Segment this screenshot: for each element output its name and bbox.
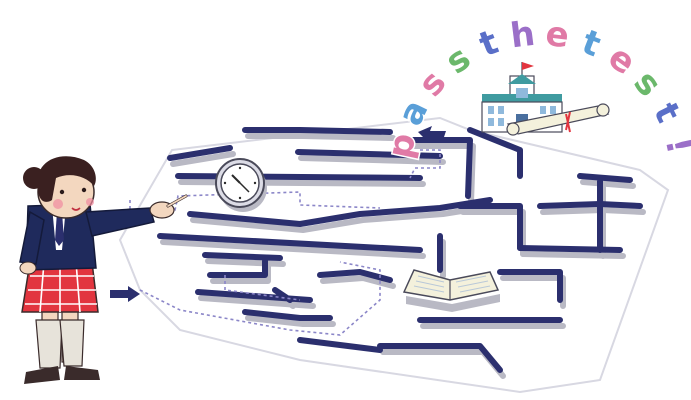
diploma-scroll-icon (506, 103, 610, 136)
title-letter: e (601, 37, 643, 83)
title-letter: t (645, 97, 688, 129)
title-letter: t (576, 22, 606, 65)
start-arrow-icon (110, 286, 140, 302)
title-letter: s (626, 63, 670, 104)
wall-clock-icon (215, 158, 267, 212)
shoe-left (24, 366, 60, 384)
maze (110, 116, 670, 394)
hair (37, 156, 96, 202)
girl-student (19, 156, 188, 384)
maze-solution-path (129, 149, 441, 336)
title-letter: e (543, 14, 571, 57)
shoe-right (64, 366, 100, 380)
title-letter: s (411, 63, 455, 104)
title-letter: t (474, 22, 504, 65)
title-letter: h (508, 14, 537, 57)
maze-walls (157, 127, 643, 373)
goal-arrow-icon (418, 126, 446, 142)
open-book-icon (402, 269, 500, 312)
title-letter: s (438, 38, 478, 82)
title-letter: ! (657, 134, 691, 157)
